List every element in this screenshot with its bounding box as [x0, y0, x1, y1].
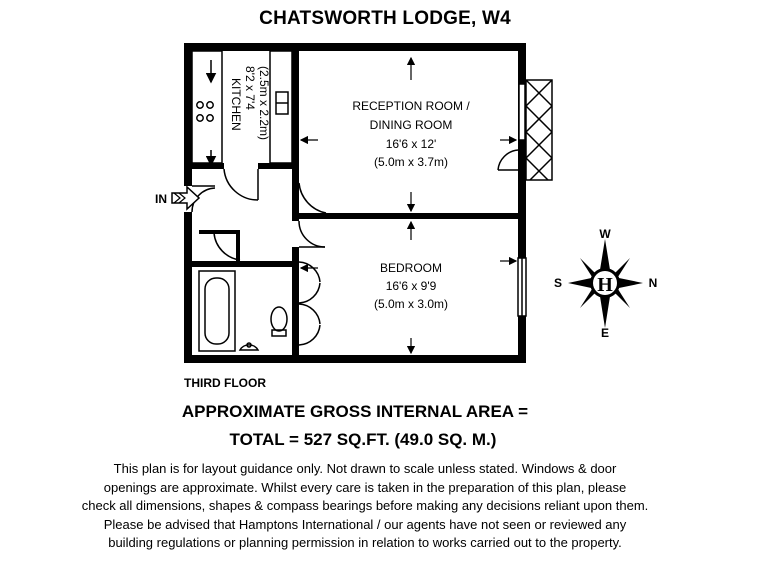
disclaimer-line: check all dimensions, shapes & compass b…: [81, 498, 649, 513]
bedroom-window: [517, 257, 527, 317]
kitchen-door: [223, 168, 259, 201]
entrance-arrow: [171, 185, 201, 211]
floor-label: THIRD FLOOR: [184, 376, 266, 390]
reception-name-line1: RECEPTION ROOM /: [352, 99, 470, 113]
reception-dimensions-metric: (5.0m x 3.7m): [374, 155, 448, 169]
disclaimer: This plan is for layout guidance only. N…: [20, 460, 710, 553]
entrance-label: IN: [155, 192, 167, 206]
bathroom-fittings: [198, 270, 288, 352]
bedroom-dimensions-metric: (5.0m x 3.0m): [374, 297, 448, 311]
plan-title: CHATSWORTH LODGE, W4: [259, 8, 511, 29]
dimension-arrows: [299, 56, 518, 355]
disclaimer-line: This plan is for layout guidance only. N…: [113, 461, 617, 476]
wardrobe: [298, 261, 321, 346]
reception-bay-window: [497, 79, 553, 181]
entrance-door: [191, 185, 216, 213]
bedroom-name: BEDROOM: [380, 261, 442, 275]
compass-north-label: N: [649, 276, 658, 290]
kitchen-units: [191, 50, 293, 167]
area-heading: APPROXIMATE GROSS INTERNAL AREA =: [181, 402, 529, 421]
reception-dimensions-imperial: 16'6 x 12': [386, 137, 437, 151]
outer-walls: [184, 43, 526, 363]
bedroom-dimensions-imperial: 16'6 x 9'9: [386, 279, 437, 293]
compass-west-label: W: [599, 227, 611, 241]
hall-doors: [213, 182, 327, 261]
compass-center-letter: H: [597, 274, 613, 296]
disclaimer-line: building regulations or planning permiss…: [108, 535, 622, 550]
kitchen-dimensions-metric: (2.5m x 2.2m): [257, 66, 271, 140]
area-total: TOTAL = 527 SQ.FT. (49.0 SQ. M.): [229, 430, 497, 449]
compass-east-label: E: [601, 326, 609, 340]
kitchen-dimensions-imperial: 8'2 x 7'4: [243, 66, 257, 110]
kitchen-name: KITCHEN: [229, 78, 243, 131]
floor-plan: IN RECEPTION ROOM / DINING ROOM 16'6 x 1…: [155, 43, 658, 363]
disclaimer-line: Please be advised that Hamptons Internat…: [103, 516, 627, 532]
disclaimer-line: openings are approximate. Whilst every c…: [103, 479, 627, 495]
compass-rose: [568, 239, 643, 328]
reception-name-line2: DINING ROOM: [370, 118, 453, 132]
compass-south-label: S: [554, 276, 562, 290]
